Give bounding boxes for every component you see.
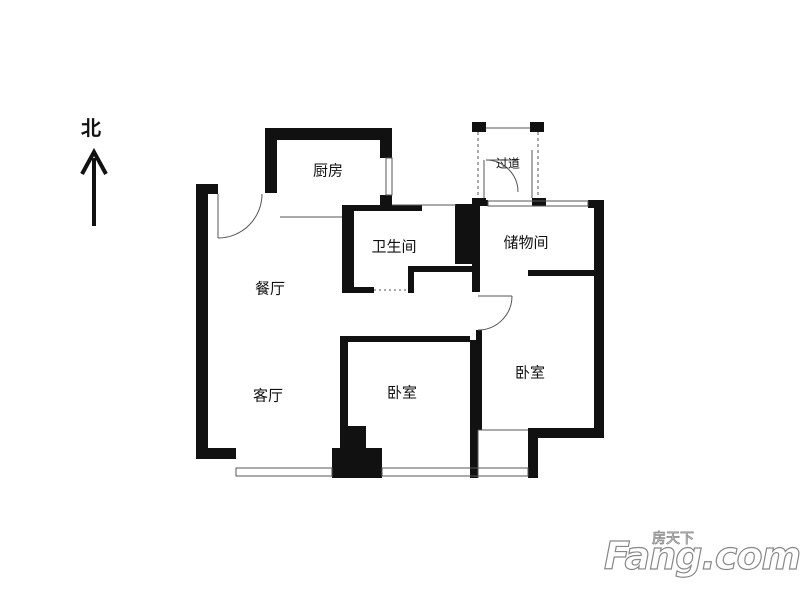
room-bedroom-right: 卧室 bbox=[514, 363, 546, 382]
room-bedroom-left: 卧室 bbox=[386, 383, 418, 402]
wall-bath-bottom-right bbox=[408, 266, 476, 272]
window-bedroom bbox=[381, 467, 529, 477]
wall-column bbox=[455, 204, 477, 264]
wall-bottom-middle bbox=[332, 448, 382, 478]
watermark-sub: 房天下 bbox=[652, 531, 695, 548]
north-arrow-icon bbox=[70, 108, 120, 238]
wall-right-bottom-stub bbox=[528, 428, 538, 478]
wall-bath-bottom-left bbox=[342, 287, 374, 293]
wall-right-bottom bbox=[528, 428, 604, 438]
room-dining: 餐厅 bbox=[254, 279, 286, 298]
room-kitchen: 厨房 bbox=[312, 161, 344, 180]
window-kitchen bbox=[385, 157, 393, 196]
wall-passage-left-bottom bbox=[472, 198, 486, 206]
wall-kitchen-top bbox=[265, 128, 392, 140]
wall-left bbox=[196, 184, 208, 459]
watermark-brand: Fang.com bbox=[603, 533, 800, 578]
wall-kitchen-right-top bbox=[380, 128, 392, 158]
wall-bath-top bbox=[342, 205, 422, 211]
wall-passage-left-top bbox=[472, 122, 486, 132]
wall-bath-step bbox=[408, 266, 414, 293]
wall-right bbox=[594, 200, 604, 438]
wall-bedroom-right bbox=[470, 340, 478, 478]
wall-bath-left bbox=[342, 205, 354, 293]
wall-bottom-left bbox=[196, 448, 236, 459]
wall-storage-left bbox=[472, 204, 480, 292]
room-storage: 储物间 bbox=[503, 233, 549, 252]
door-bedroom-right-arc bbox=[477, 295, 513, 331]
door-entry-arc bbox=[217, 193, 263, 239]
wall-bedroom-left bbox=[340, 336, 348, 456]
window-storage bbox=[487, 200, 589, 207]
thin-lines bbox=[217, 127, 589, 478]
room-living: 客厅 bbox=[252, 386, 284, 405]
room-passage: 过道 bbox=[495, 156, 521, 171]
window-living bbox=[235, 467, 333, 477]
wall-bedroom-top bbox=[340, 336, 470, 342]
wall-kitchen-left bbox=[265, 128, 277, 193]
wall-passage-right-top bbox=[530, 122, 544, 132]
wall-passage-right-bottom bbox=[532, 198, 546, 206]
wall-top-left-stub bbox=[196, 184, 218, 194]
wall-storage-bottom bbox=[528, 270, 600, 276]
walls bbox=[196, 122, 604, 478]
north-label: 北 bbox=[81, 116, 101, 140]
wall-kitchen-right-bottom bbox=[380, 195, 392, 207]
room-bathroom: 卫生间 bbox=[371, 237, 417, 256]
wall-right-bedroom-left bbox=[476, 330, 482, 430]
